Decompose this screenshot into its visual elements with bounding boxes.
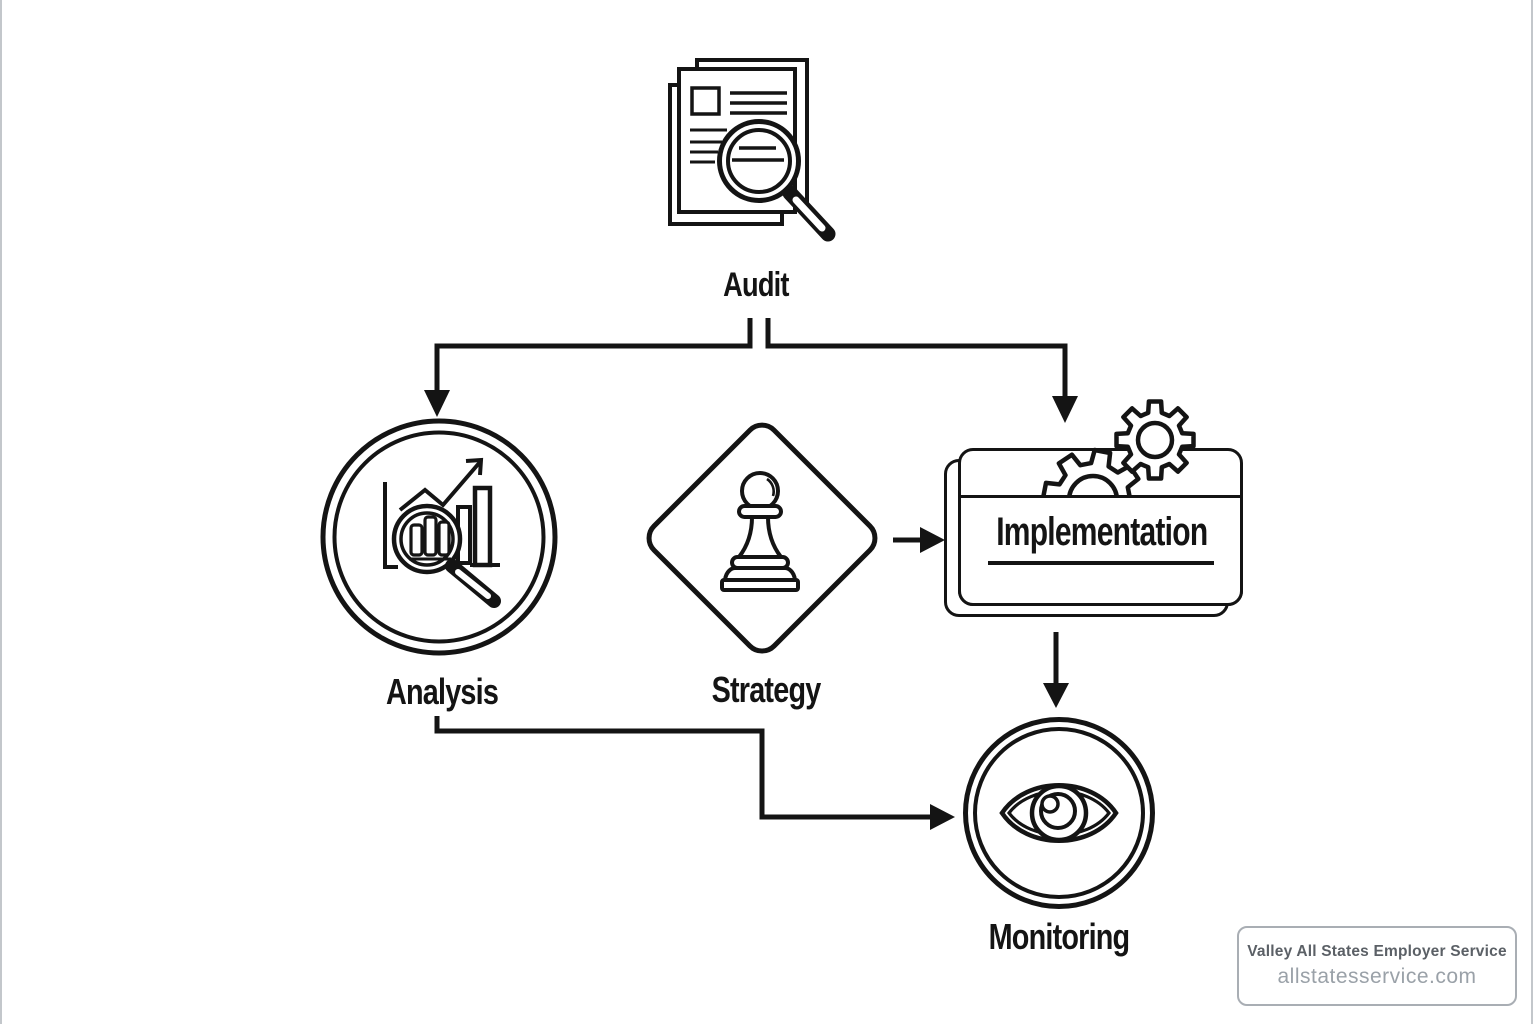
- implementation-underline: [987, 561, 1214, 565]
- pawn-base-bottom: [720, 578, 800, 592]
- credit-website: allstatesservice.com: [1277, 965, 1477, 988]
- eye-icon: [963, 717, 1155, 909]
- pawn-base-mid: [723, 566, 797, 582]
- frame-left-edge: [0, 0, 2, 1024]
- frame-right-edge: [1531, 0, 1533, 1024]
- bar-chart-magnifier-icon: [320, 418, 558, 656]
- strategy-label: Strategy: [711, 669, 822, 710]
- bar-tall: [472, 485, 493, 568]
- photo-placeholder: [690, 86, 721, 116]
- arrowhead-strategy-implementation: [920, 527, 945, 553]
- edge-audit-analysis: [434, 318, 753, 392]
- arrowhead-to-implementation: [1052, 396, 1078, 423]
- eye-outline-outer: [999, 783, 1119, 843]
- credit-company: Valley All States Employer Service: [1247, 943, 1507, 960]
- arrowhead-analysis-monitoring: [930, 804, 955, 830]
- chart-axis: [383, 482, 398, 569]
- trend-arrowhead: [465, 457, 484, 476]
- mini-bar-1: [409, 523, 424, 557]
- implementation-title: Implementation: [996, 510, 1208, 554]
- chess-pawn-icon: [646, 422, 878, 654]
- lens-inner: [726, 128, 792, 194]
- lens-inner: [399, 511, 455, 567]
- document-magnifier-icon: [668, 58, 836, 242]
- edge-audit-implementation: [765, 318, 1068, 398]
- node-implementation: Implementation: [940, 395, 1260, 635]
- implementation-title-panel: Implementation: [958, 495, 1243, 606]
- arrowhead-to-analysis: [424, 390, 450, 417]
- eye-highlight: [1040, 794, 1060, 814]
- credit-box: Valley All States Employer Service allst…: [1237, 926, 1517, 1006]
- arrowhead-implementation-monitoring: [1043, 683, 1069, 708]
- audit-label: Audit: [723, 266, 789, 304]
- gear-small-hub: [1135, 420, 1175, 460]
- monitoring-label: Monitoring: [988, 916, 1131, 957]
- mini-bar-2: [423, 515, 438, 557]
- trend-line: [398, 460, 482, 512]
- analysis-label: Analysis: [385, 671, 499, 712]
- mini-bar-3: [437, 520, 451, 557]
- edge-analysis-monitoring: [434, 716, 933, 820]
